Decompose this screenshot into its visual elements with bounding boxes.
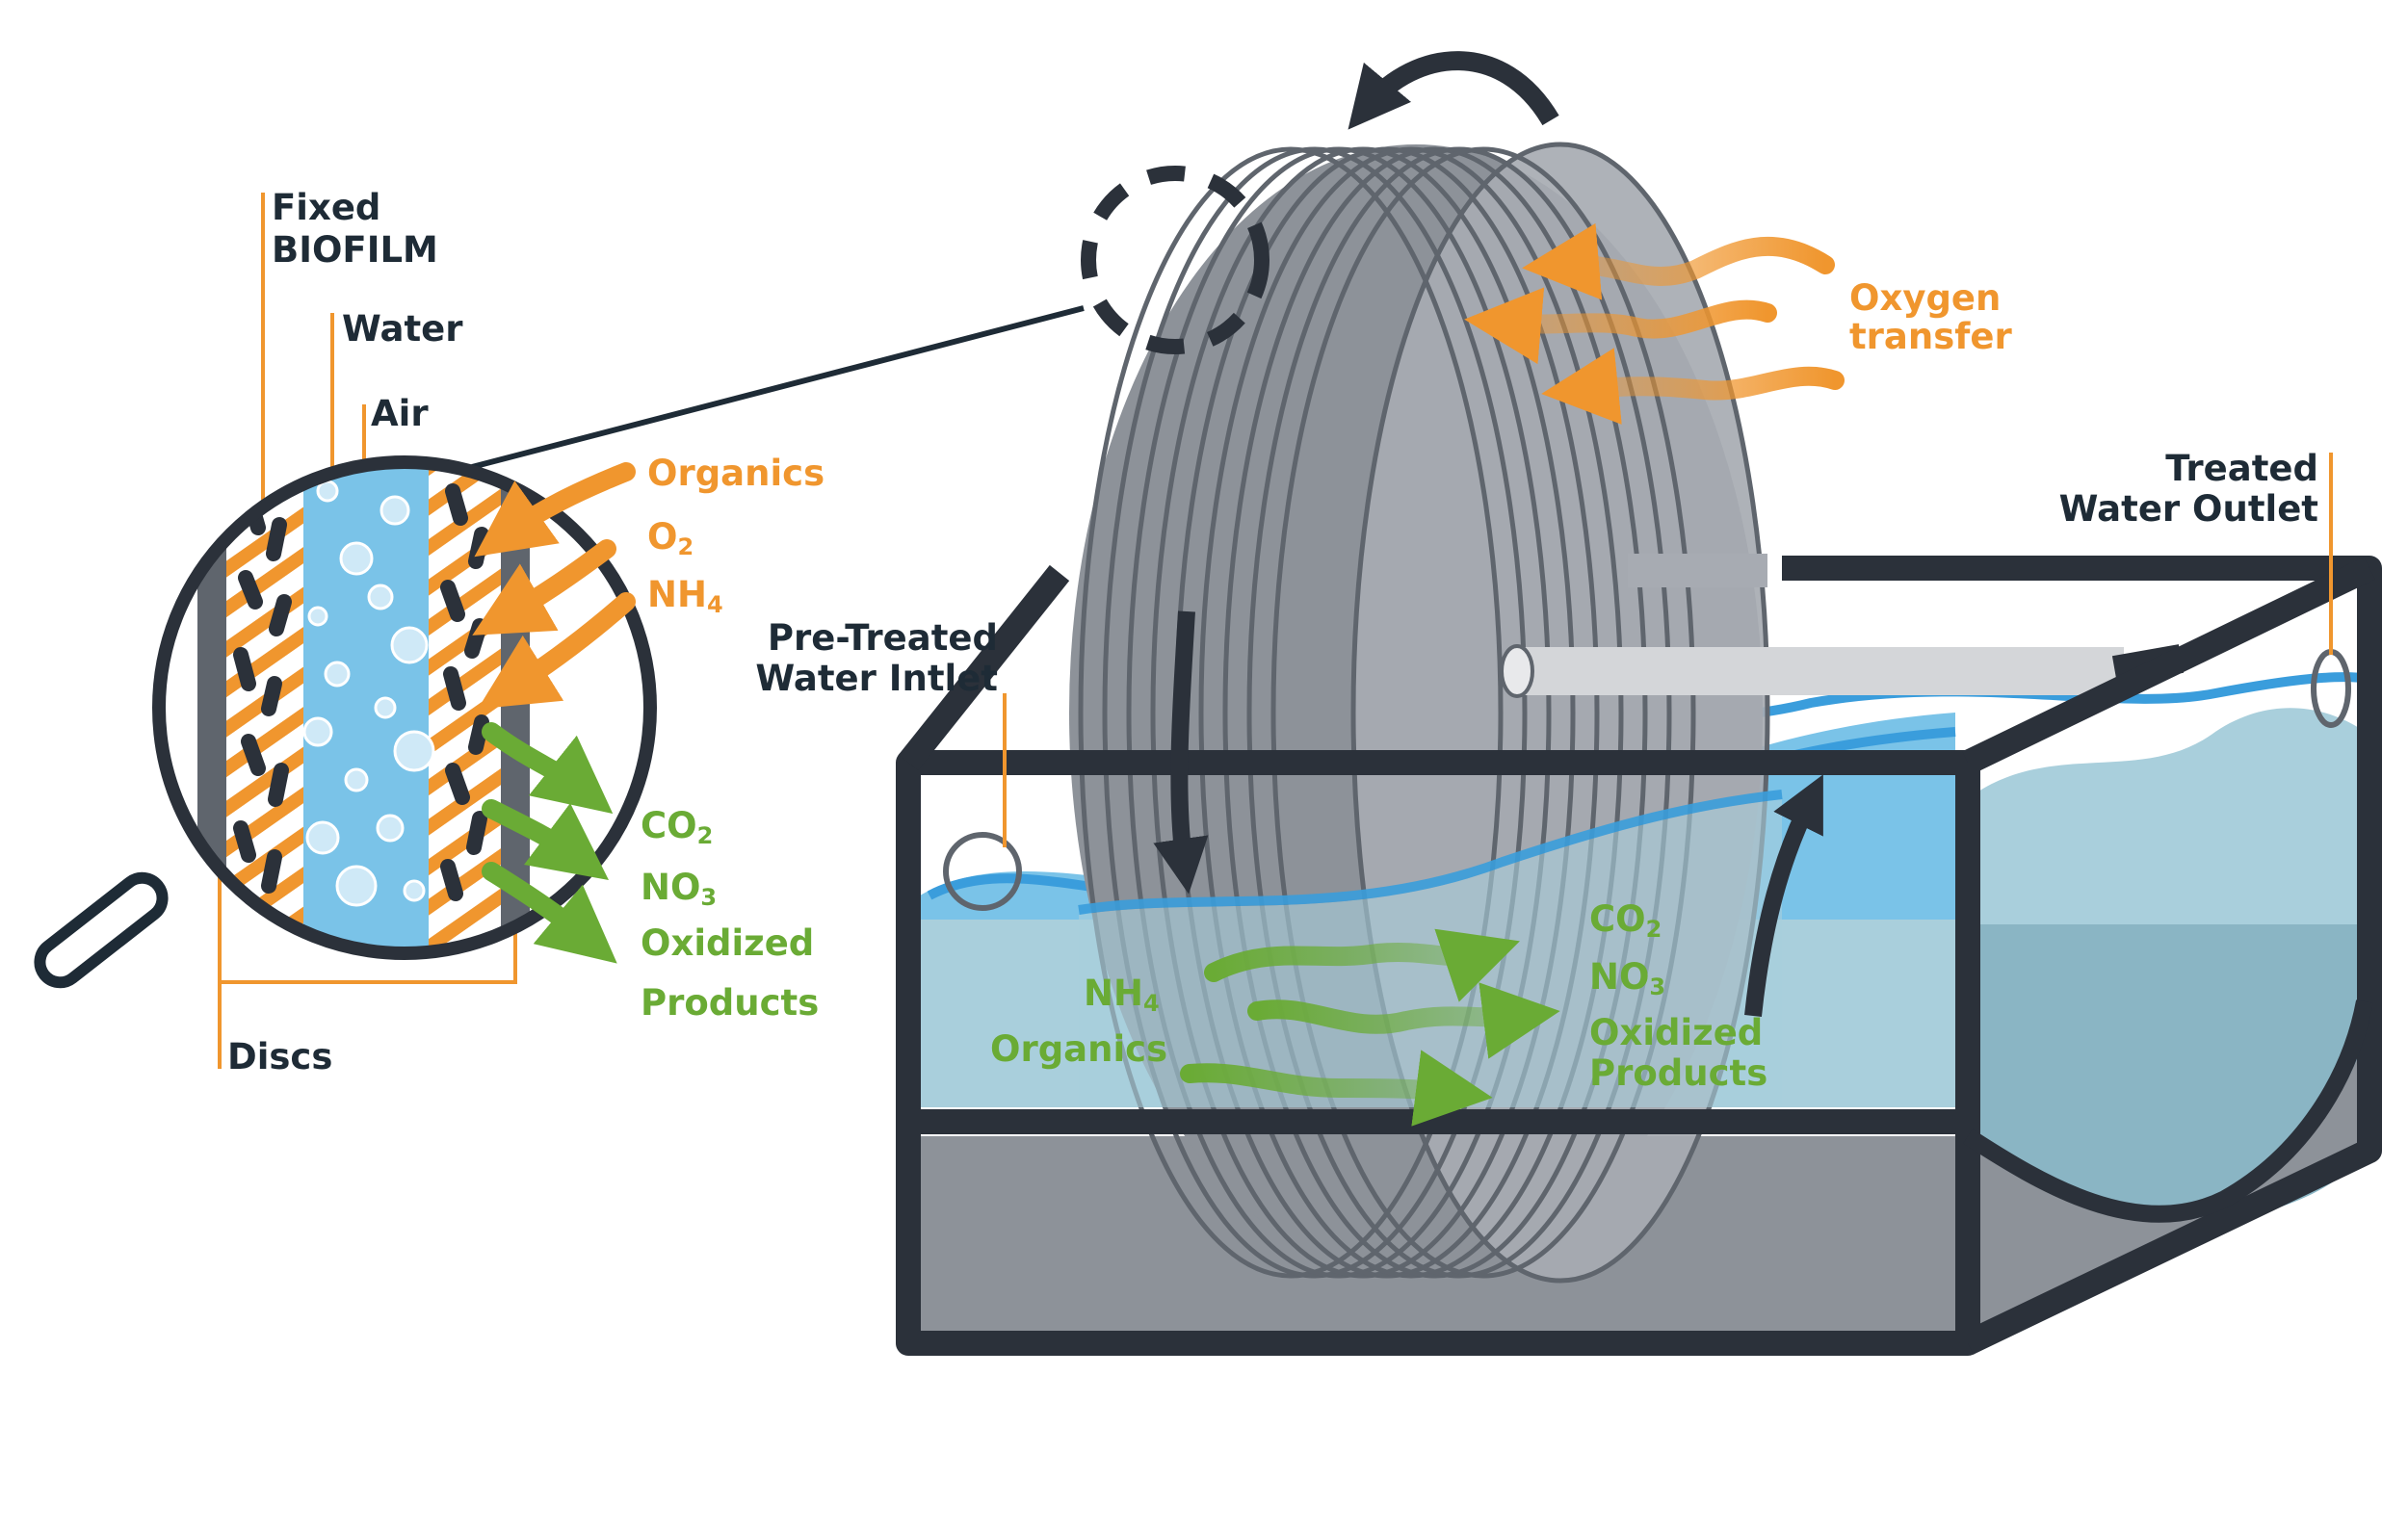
shaft-rear [1628, 554, 1767, 587]
o2-main: O [647, 516, 678, 558]
output-arrow-no3 [482, 799, 610, 880]
disc-outline [1350, 142, 1770, 1284]
oxygen-arrow-3 [1541, 348, 1845, 425]
label-oxidized-tank: Oxidized [1589, 1012, 1764, 1053]
label-treated: Treated [2165, 448, 2318, 489]
label-biofilm: BIOFILM [272, 229, 438, 271]
output-arrows [482, 722, 617, 964]
label-organics-tank: Organics [990, 1028, 1168, 1070]
tank-co2-main: CO [1589, 898, 1646, 940]
shaft-end [1500, 644, 1534, 698]
tank-top-rear [1782, 556, 2382, 1355]
label-water-outlet: Water Outlet [2058, 488, 2318, 530]
label-co2-tank: CO2 [1589, 900, 1662, 948]
disc-ring-6 [1198, 146, 1624, 1279]
biofilm-right [429, 462, 501, 953]
label-oxygen: Oxygen [1849, 277, 2002, 319]
tank-side-floor [1955, 1040, 2369, 1343]
tank-co2-subscript: 2 [1645, 916, 1662, 943]
label-no3-out: NO3 [641, 869, 717, 917]
air-bubbles [302, 480, 435, 907]
label-nh4-in: NH4 [647, 576, 723, 624]
label-air: Air [371, 393, 429, 434]
label-organics-in: Organics [647, 453, 825, 494]
input-arrow-nh4 [478, 592, 636, 710]
oxygen-arrows [1464, 222, 1845, 425]
oxygen-arrow-2 [1464, 287, 1777, 365]
tank-side-curve [1963, 999, 2373, 1223]
label-nh4-tank: NH4 [1084, 974, 1160, 1023]
output-arrow-oxidized [482, 862, 617, 964]
tank-top-back [898, 564, 1070, 771]
lens-rim [152, 455, 657, 960]
disc-ring-4 [1150, 146, 1576, 1279]
disc-ring-2 [1102, 146, 1528, 1279]
disc-ring-9 [1270, 146, 1696, 1279]
o2-subscript: 2 [677, 533, 694, 560]
tank-nh4-main: NH [1084, 973, 1143, 1014]
tank-arrow-1 [1204, 928, 1520, 1002]
disc-plate-left [197, 462, 226, 953]
water-over-disc-wave [1078, 790, 1783, 915]
disc-ring-1 [1078, 146, 1504, 1279]
inlet-port [943, 832, 1022, 911]
magnifier-handle [34, 871, 169, 989]
label-discs: Discs [227, 1036, 333, 1077]
input-arrows [472, 462, 636, 710]
input-arrow-organics [474, 462, 636, 558]
tank-arrow-3 [1180, 1050, 1493, 1127]
magnifier [34, 455, 657, 989]
tank-nh4-subscript: 4 [1142, 990, 1160, 1017]
disc-ring-3 [1126, 146, 1552, 1279]
nh4-main: NH [647, 574, 707, 615]
outlet-port [2311, 649, 2351, 728]
label-no3-tank: NO3 [1589, 958, 1665, 1006]
tank-no3-main: NO [1589, 956, 1650, 998]
tank-top-right [1962, 557, 2375, 774]
no3-main: NO [641, 867, 701, 908]
label-products-tank: Products [1589, 1052, 1768, 1094]
label-fixed: Fixed [272, 187, 381, 228]
shaft-body [1517, 647, 2124, 695]
label-co2-out: CO2 [641, 807, 713, 855]
rotation-top-arrow [1348, 51, 1559, 130]
nh4-subscript: 4 [706, 591, 723, 618]
label-products-out: Products [641, 982, 820, 1024]
disc-ring-7 [1222, 146, 1648, 1279]
detail-dashed-circle [1081, 166, 1269, 354]
oxygen-arrow-1 [1522, 222, 1835, 300]
co2-main: CO [641, 805, 697, 846]
label-oxidized-out: Oxidized [641, 922, 815, 964]
label-water: Water [342, 308, 463, 350]
tank-arrow-2 [1247, 982, 1560, 1059]
co2-subscript: 2 [696, 822, 714, 849]
output-arrow-co2 [482, 722, 614, 814]
tank-reaction-arrows [1180, 928, 1560, 1127]
label-o2-in: O2 [647, 518, 694, 566]
no3-subscript: 3 [700, 884, 718, 911]
input-arrow-o2 [472, 539, 616, 636]
tank-no3-subscript: 3 [1649, 973, 1666, 1000]
label-pretreated: Pre-Treated [767, 617, 998, 659]
detail-connector-line [471, 305, 1085, 470]
tank-frame [896, 556, 2382, 1356]
disc-ring-8 [1246, 146, 1672, 1279]
disc-down-arrow [1153, 610, 1209, 895]
tank-side-water-deep [1955, 924, 2365, 1222]
disc-up-arrow [1744, 774, 1823, 1017]
label-water-inlet: Water Intlet [755, 658, 998, 699]
label-transfer: transfer [1849, 316, 2012, 357]
